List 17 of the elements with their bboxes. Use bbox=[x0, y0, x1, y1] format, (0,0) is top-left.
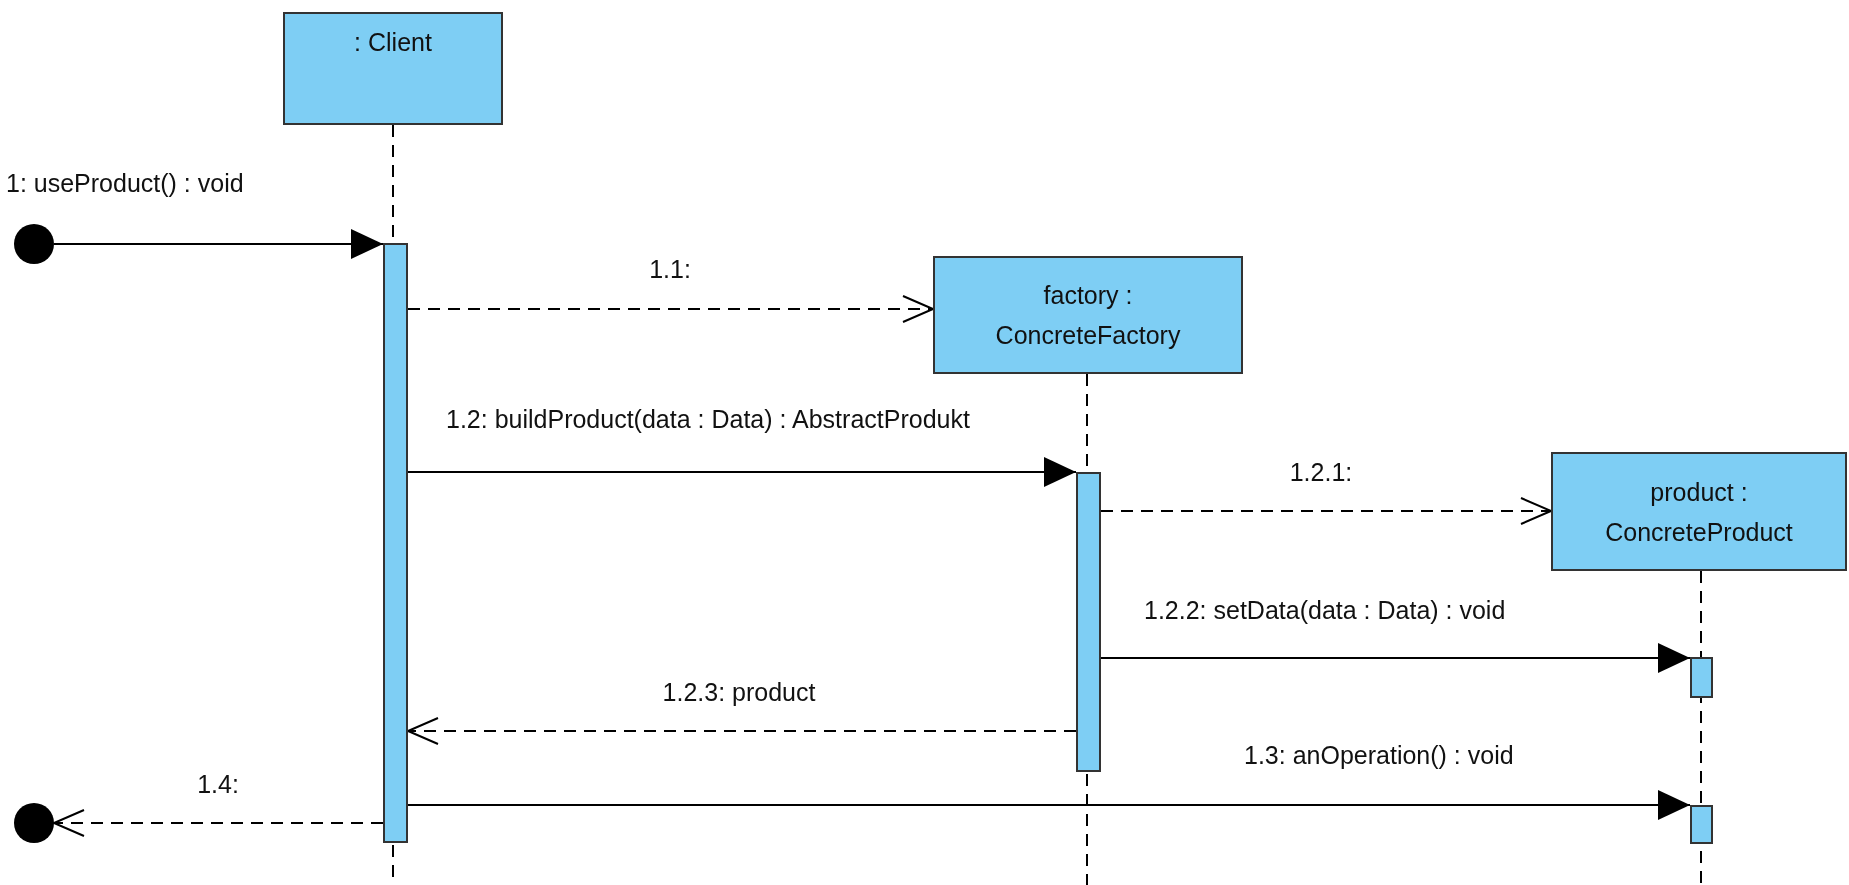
lifeline-head: : Client bbox=[283, 12, 503, 125]
activation-bar bbox=[1690, 657, 1713, 698]
return-arrow bbox=[1100, 497, 1552, 525]
lifeline-head: factory : ConcreteFactory bbox=[933, 256, 1243, 374]
start-end-dot bbox=[14, 803, 54, 843]
lifeline-head: product : ConcreteProduct bbox=[1551, 452, 1847, 571]
message-arrow bbox=[407, 790, 1691, 820]
message-arrow bbox=[1100, 643, 1691, 673]
activation-bar bbox=[1690, 805, 1713, 844]
return-arrow bbox=[53, 809, 384, 837]
return-arrow bbox=[407, 717, 1077, 745]
activation-bar bbox=[1076, 472, 1101, 772]
return-arrow bbox=[407, 295, 934, 323]
activation-bar bbox=[383, 243, 408, 843]
message-arrow bbox=[407, 457, 1077, 487]
start-end-dot bbox=[14, 224, 54, 264]
message-arrow bbox=[53, 229, 384, 259]
